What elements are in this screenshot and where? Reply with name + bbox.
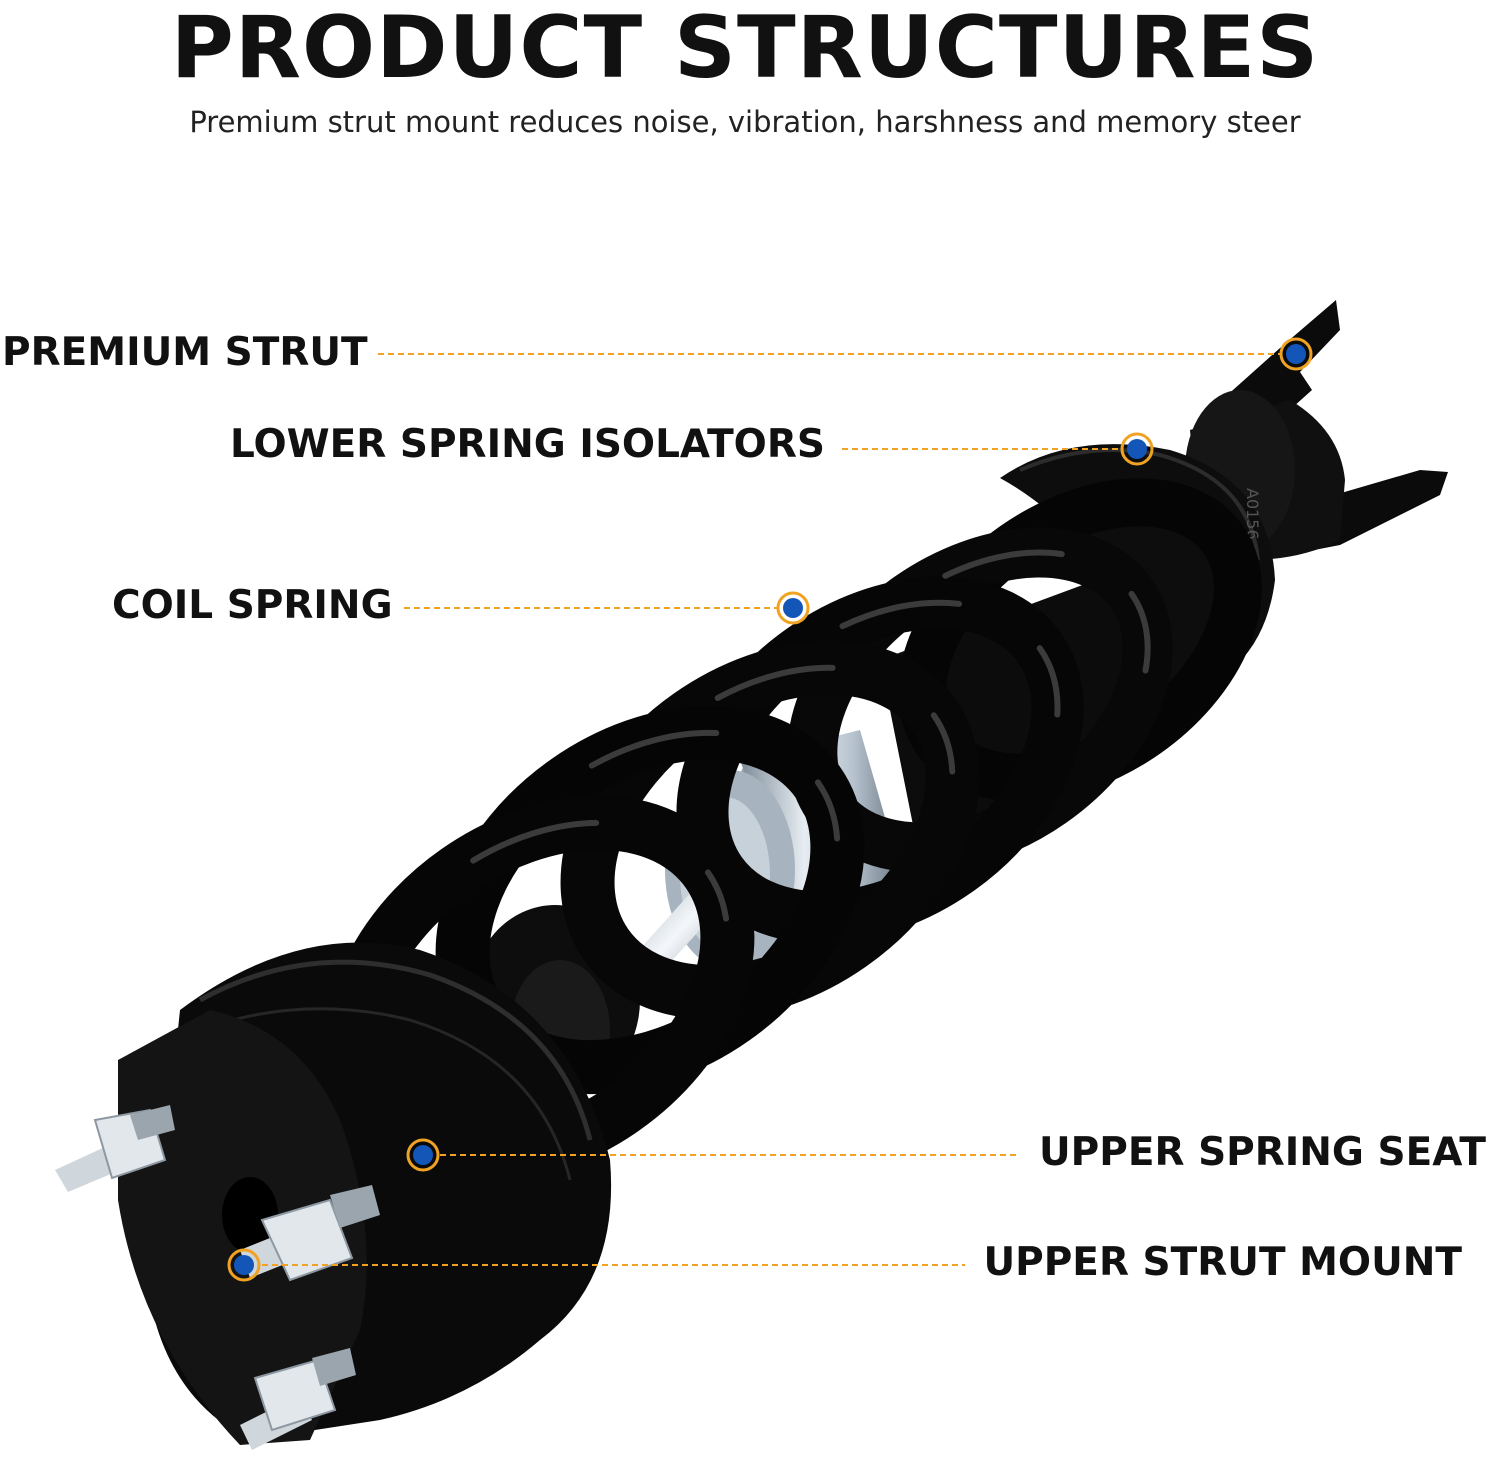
page-title: PRODUCT STRUCTURES: [170, 0, 1320, 98]
label-upper-strut-mount: UPPER STRUT MOUNT: [983, 1240, 1462, 1285]
upper-mount-assembly: [55, 942, 612, 1450]
page-subtitle: Premium strut mount reduces noise, vibra…: [189, 105, 1301, 139]
label-premium-strut: PREMIUM STRUT: [2, 330, 368, 375]
marker-upper-strut-mount-dot: [227, 1248, 261, 1282]
marker-coil-spring-dot: [776, 591, 810, 625]
coil-spring-shape: [325, 478, 1262, 1185]
leader-lines: [262, 353, 1280, 1266]
part-marking: A0156: [1243, 488, 1262, 540]
marker-premium-strut-dot: [1279, 337, 1313, 371]
label-lower-spring-isolators: LOWER SPRING ISOLATORS: [230, 422, 825, 467]
label-upper-spring-seat: UPPER SPRING SEAT: [1038, 1130, 1486, 1175]
label-coil-spring: COIL SPRING: [112, 583, 393, 628]
marker-lower-spring-isolators-dot: [1120, 432, 1154, 466]
marker-upper-spring-seat-dot: [406, 1138, 440, 1172]
mount-studs: [55, 1105, 380, 1450]
callout-markers: [227, 337, 1313, 1282]
